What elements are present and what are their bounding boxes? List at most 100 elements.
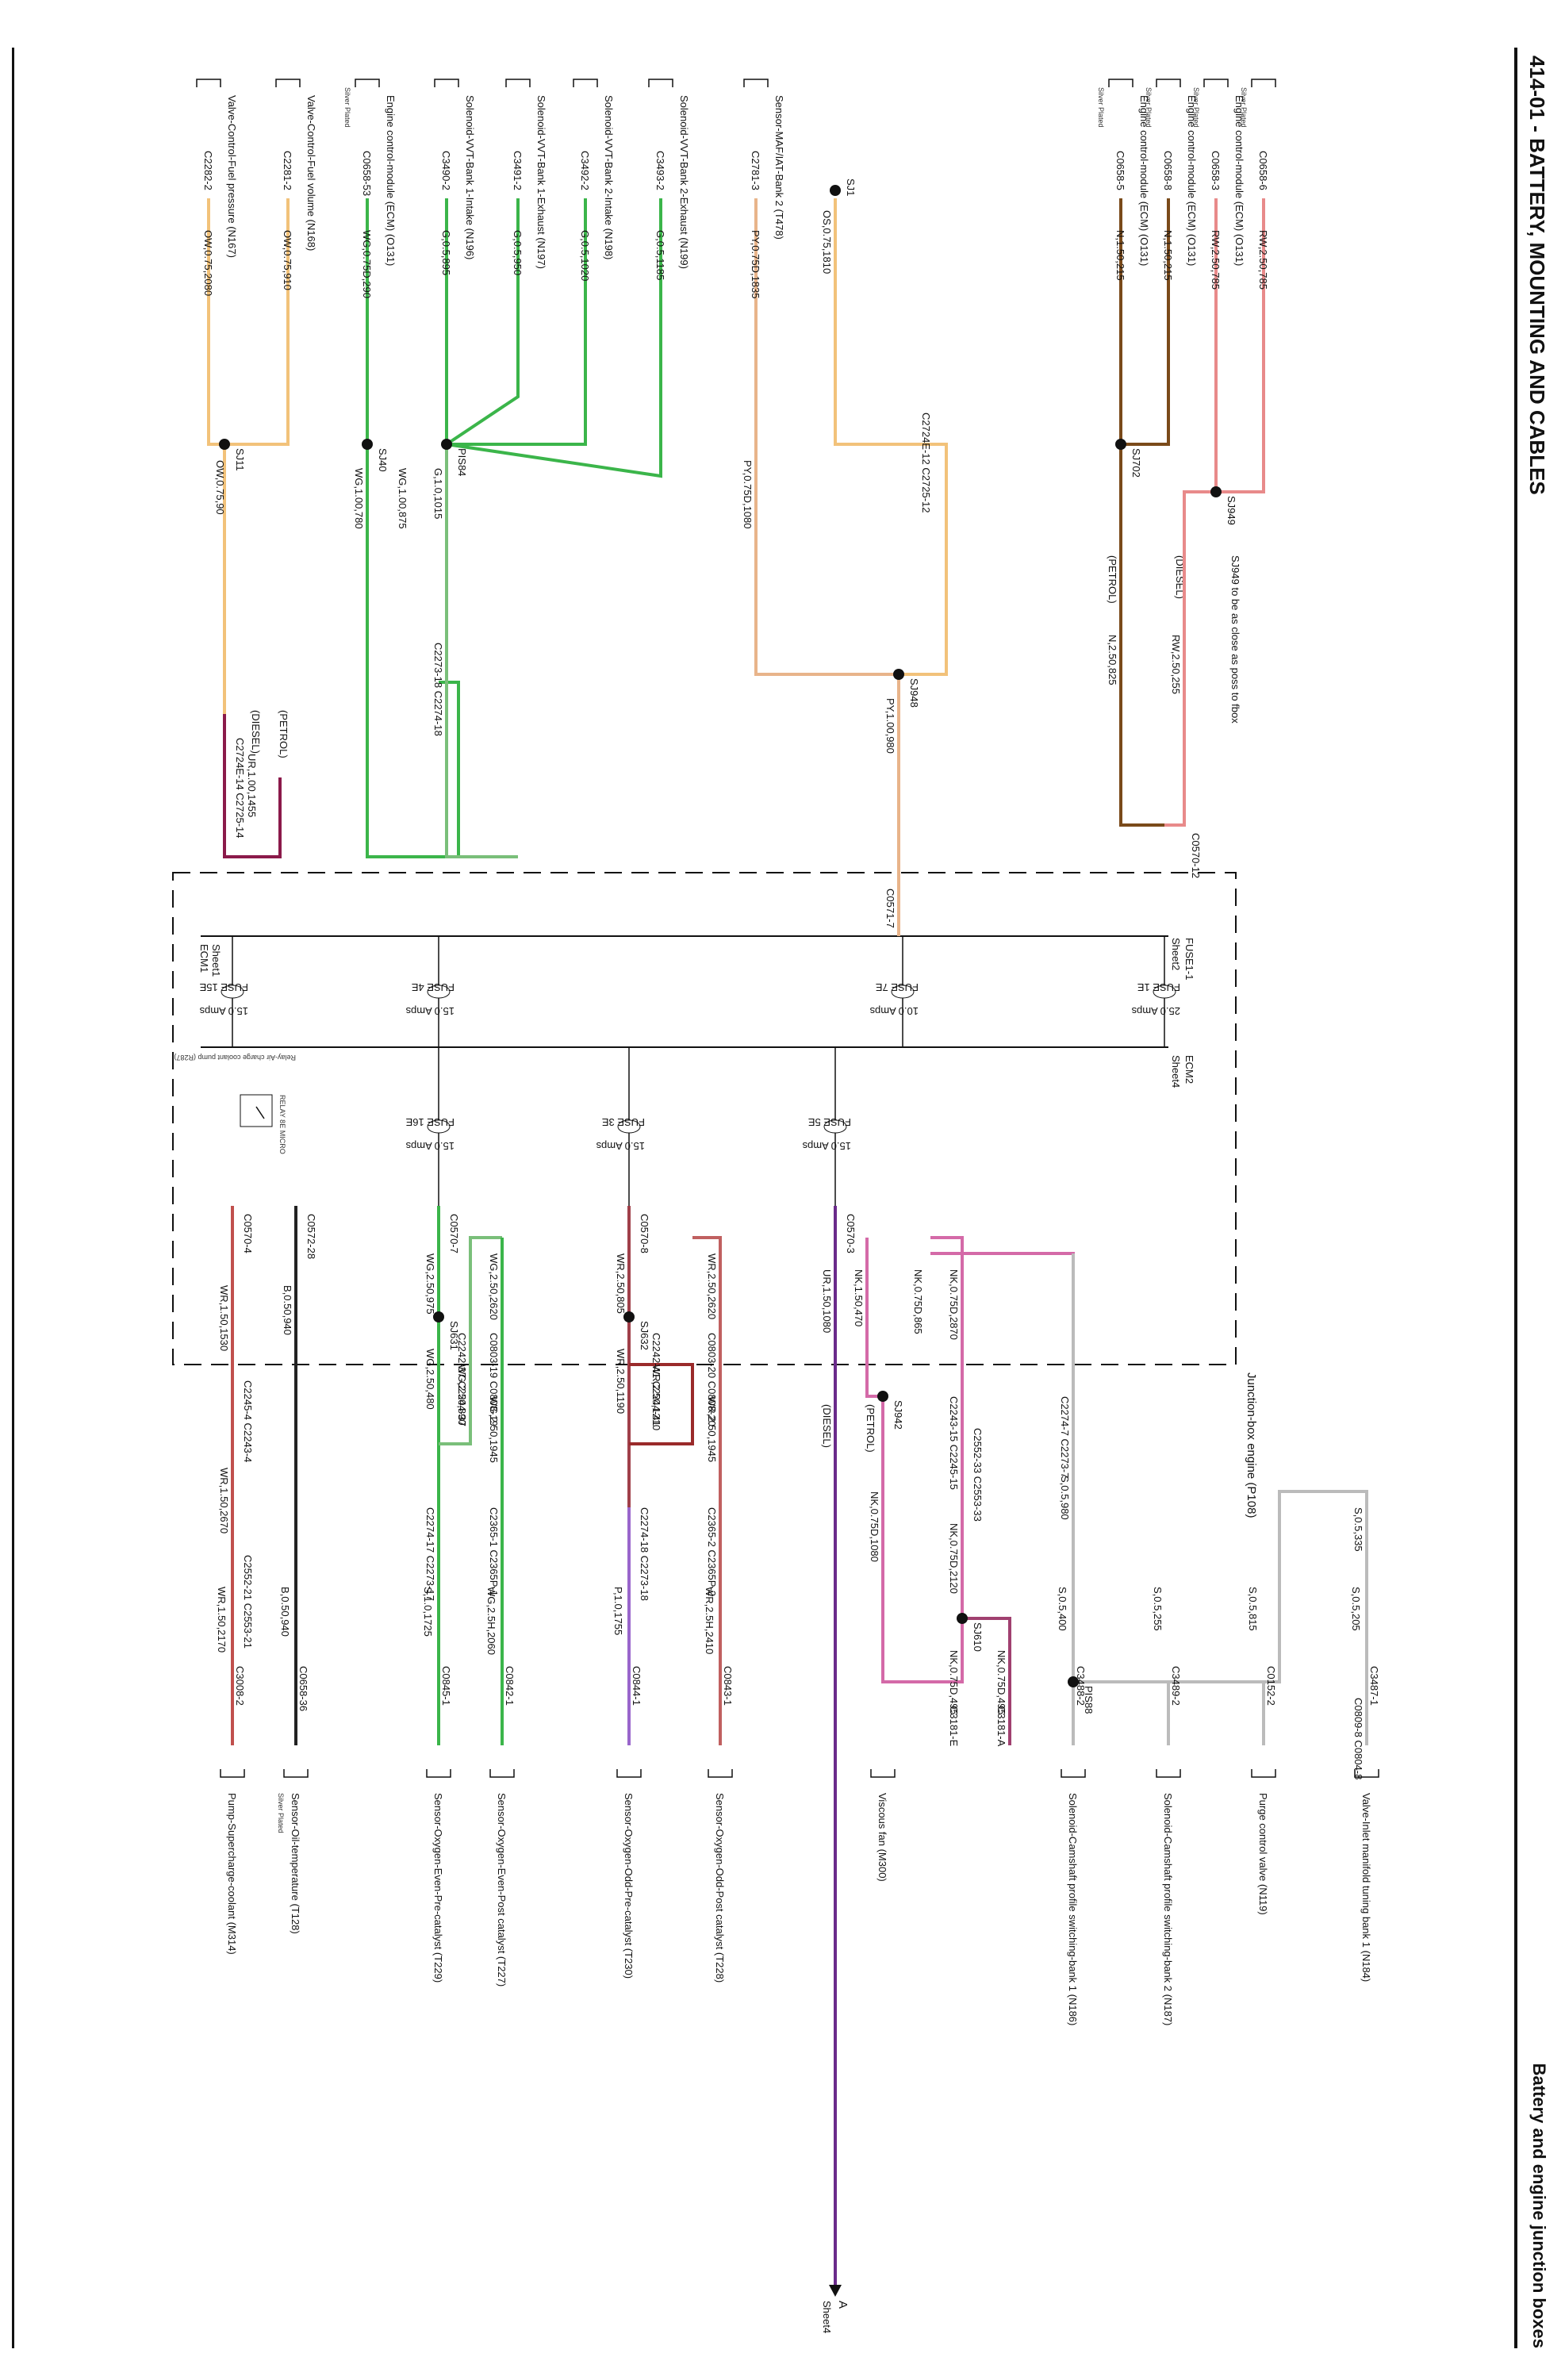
wr-805-label: WR,2.50,805 xyxy=(615,1253,627,1314)
c2273-7-label: C2274-7 C2273-7 xyxy=(1059,1396,1071,1478)
connector-pin: C0658-6 xyxy=(1257,151,1269,190)
nk-495-label: NK,0.75D,495 xyxy=(948,1650,960,1715)
svg-text:15.0 Amps: 15.0 Amps xyxy=(405,1005,455,1017)
s-980-label: S,0.5,980 xyxy=(1059,1476,1071,1520)
wire-g-3 xyxy=(447,198,587,446)
component-name: Valve-Control-Fuel pressure (N167) xyxy=(226,95,238,258)
connector-pin: C3490-2 xyxy=(440,151,452,190)
connector-pin: C2282-2 xyxy=(202,151,214,190)
wire-spec: G,0.5,1020 xyxy=(579,230,591,281)
c0803-label: C0803-19 C0808-19 xyxy=(488,1333,500,1426)
plating-note: Silver Plated xyxy=(1192,87,1200,128)
sj948-wire: PY,1.00,980 xyxy=(884,698,896,754)
connector-pin: C3488-2 xyxy=(1075,1666,1087,1706)
r-diesel-label: (DIESEL) xyxy=(821,1404,833,1448)
sj610-node xyxy=(957,1613,968,1624)
c0570-8-label: C0570-8 xyxy=(639,1214,650,1253)
component-connector-box xyxy=(708,1769,733,1778)
sj949-note: SJ949 to be as close as poss to fbox xyxy=(1229,555,1241,724)
component-connector-box xyxy=(489,1769,515,1778)
connector-pin: C0658-53 xyxy=(361,151,373,196)
sj949-label: SJ949 xyxy=(1226,496,1237,525)
component-connector-box xyxy=(743,79,769,87)
fuse-4e: FUSE 4E 15.0 Amps xyxy=(405,936,455,1047)
sheet4-a-label: A xyxy=(836,2301,850,2309)
component-connector-box xyxy=(1354,1769,1379,1778)
left-component-list: Valve-Control-Fuel pressure (N167) C2282-… xyxy=(196,79,1276,299)
fuse-16e: FUSE 16E 15.0 Amps xyxy=(405,1047,455,1206)
plating-note: Silver Plated xyxy=(277,1793,285,1833)
sj632-label: SJ632 xyxy=(639,1321,650,1350)
sj632-wire: WR,2.50,1190 xyxy=(615,1349,627,1414)
connector-pin: C3489-2 xyxy=(1170,1666,1182,1706)
wire-os xyxy=(834,198,948,676)
wire-ur-diesel xyxy=(223,714,282,858)
relay-air-charge-pump: Relay-Air charge coolant pump (R287) REL… xyxy=(174,1054,296,1154)
connector-pin: C0842-1 xyxy=(504,1666,516,1706)
wg-890-label: WG,2.50,890 xyxy=(456,1365,468,1426)
svg-text:FUSE 5E: FUSE 5E xyxy=(807,1116,851,1128)
ur-1080-label: UR,1.50,1080 xyxy=(821,1269,833,1333)
fuse-7e: FUSE 7E 10.0 Amps xyxy=(869,936,919,1047)
sj40-wire2: WG,1.00,875 xyxy=(397,468,409,529)
wire-spec: S,0.5,255 xyxy=(1152,1587,1164,1631)
wr-1945-label: WR,2.50,1945 xyxy=(706,1396,718,1462)
b-wire-label: B,0.50,940 xyxy=(282,1285,293,1335)
r-petrol-label: (PETROL) xyxy=(865,1404,876,1453)
wire-wg-even-post-loop xyxy=(439,1236,502,1445)
wg-1945-label: WG,2.50,1945 xyxy=(488,1396,500,1463)
sj702-label: SJ702 xyxy=(1130,448,1142,478)
wire-spec: N,1.50,215 xyxy=(1162,230,1174,281)
nk-2120-label: NK,0.75D,2120 xyxy=(948,1523,960,1594)
component-connector-box xyxy=(434,79,459,87)
wr-1210-label: WR,2.50,1210 xyxy=(650,1365,662,1430)
wire-n-2 xyxy=(1121,198,1170,446)
wire-ow-2 xyxy=(224,198,290,446)
wg-2620-label: WG,2.50,2620 xyxy=(488,1253,500,1320)
connector-pin: C3491-2 xyxy=(512,151,524,190)
nk-1080-label: NK,0.75D,1080 xyxy=(869,1491,880,1562)
wire-spec: OW,0.75,2080 xyxy=(202,230,214,296)
nk-495b-label: NK,0.75D,495 xyxy=(995,1650,1007,1715)
c2365-2-label: C2365-2 C2365P-2 xyxy=(706,1507,718,1596)
sj1-label: SJ1 xyxy=(845,178,857,196)
sj948-label: SJ948 xyxy=(908,678,920,708)
pis88-node xyxy=(1068,1676,1079,1687)
pis84-wire: G,1.0,1015 xyxy=(432,468,444,519)
component-name: Sensor-Oxygen-Even-Post catalyst (T227) xyxy=(496,1793,508,1987)
connector-pin: C2281-2 xyxy=(282,151,293,190)
sj1-wire: OS,0.75,1810 xyxy=(821,210,833,274)
plating-note: Silver Plated xyxy=(1145,87,1153,128)
c2365-label: C2365-1 C2365P-1 xyxy=(488,1507,500,1596)
svg-text:RELAY 8E MICRO: RELAY 8E MICRO xyxy=(278,1095,286,1154)
connector-pin: C0658-5 xyxy=(1114,151,1126,190)
sj702-petrol: (PETROL) xyxy=(1107,555,1118,604)
fuse-3e: FUSE 3E 15.0 Amps xyxy=(596,1047,645,1206)
connector-pin: C0658-36 xyxy=(297,1666,309,1711)
s-335-label: S,0.5,335 xyxy=(1352,1507,1364,1552)
component-name: Engine control-module (ECM) (O131) xyxy=(1233,95,1245,266)
c0570-12-label: C0570-12 xyxy=(1190,833,1202,878)
connector-pin: C2781-3 xyxy=(750,151,761,190)
wire-wr-odd-loop xyxy=(629,1363,694,1445)
svg-text:FUSE 4E: FUSE 4E xyxy=(411,981,455,993)
svg-text:FUSE 1E: FUSE 1E xyxy=(1137,981,1180,993)
fuse1-label: FUSE1-1 xyxy=(1183,938,1195,980)
plating-note: Silver Plated xyxy=(1240,87,1248,128)
component-connector-box xyxy=(196,79,221,87)
wire-spec: S,0.5,400 xyxy=(1057,1587,1068,1631)
wire-nk-470 xyxy=(865,1238,883,1398)
wire-spec: WR,1.50,2170 xyxy=(216,1587,228,1653)
sheet4-label-r: Sheet4 xyxy=(821,2301,833,2333)
svg-text:FUSE 7E: FUSE 7E xyxy=(875,981,919,993)
c2242-41-label: C2242-41 C2244-41 xyxy=(650,1333,662,1426)
plating-note: Silver Plated xyxy=(1097,87,1105,128)
ecm2-label: ECM2 xyxy=(1183,1055,1195,1084)
component-name: Solenoid-Camshaft profile switching-bank… xyxy=(1067,1793,1079,2025)
diesel-label: (DIESEL) xyxy=(250,710,262,754)
component-connector-box xyxy=(1061,1769,1086,1778)
component-name: Engine control-module (ECM) (O131) xyxy=(1186,95,1198,266)
svg-text:Relay-Air charge coolant pump: Relay-Air charge coolant pump (R287) xyxy=(174,1054,296,1061)
component-name: Viscous fan (M300) xyxy=(876,1793,888,1882)
sheet4-arrow xyxy=(829,2285,842,2297)
